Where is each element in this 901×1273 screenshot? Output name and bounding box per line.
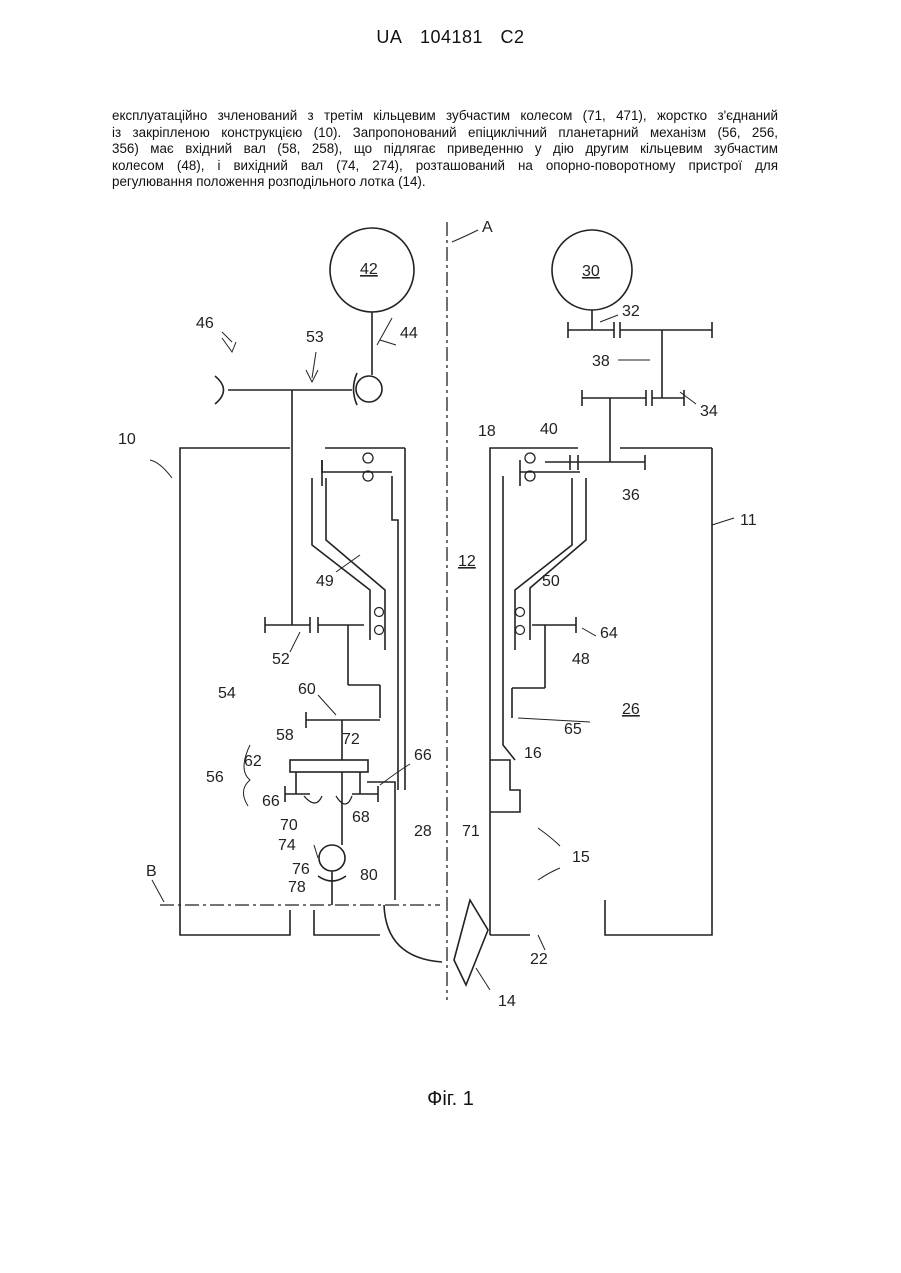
label-15: 15 xyxy=(572,849,590,866)
label-10: 10 xyxy=(118,431,136,448)
label-18: 18 xyxy=(478,423,496,440)
label-50: 50 xyxy=(542,573,560,590)
slewing-ring-49 xyxy=(322,460,392,472)
label-36: 36 xyxy=(622,487,640,504)
label-71: 71 xyxy=(462,823,480,840)
label-65: 65 xyxy=(564,721,582,738)
label-42: 42 xyxy=(360,261,378,278)
label-80: 80 xyxy=(360,867,378,884)
label-axis-b: B xyxy=(146,863,157,880)
label-34: 34 xyxy=(700,403,718,420)
label-66b: 66 xyxy=(262,793,280,810)
label-38: 38 xyxy=(592,353,610,370)
planetary-carrier xyxy=(290,760,368,772)
label-axis-a: A xyxy=(482,219,493,236)
label-58: 58 xyxy=(276,727,294,744)
chute-14 xyxy=(454,900,488,985)
label-16: 16 xyxy=(524,745,542,762)
label-64: 64 xyxy=(600,625,618,642)
label-48: 48 xyxy=(572,651,590,668)
label-76: 76 xyxy=(292,861,310,878)
label-68: 68 xyxy=(352,809,370,826)
label-70: 70 xyxy=(280,817,298,834)
label-54: 54 xyxy=(218,685,236,702)
label-53: 53 xyxy=(306,329,324,346)
label-49: 49 xyxy=(316,573,334,590)
label-12: 12 xyxy=(458,553,476,570)
axis-a-leader xyxy=(452,230,478,242)
label-32: 32 xyxy=(622,303,640,320)
label-11: 11 xyxy=(740,512,757,529)
label-72: 72 xyxy=(342,731,360,748)
frame-11 xyxy=(605,448,712,935)
bevel-gear xyxy=(356,376,382,402)
label-62: 62 xyxy=(244,753,262,770)
label-46: 46 xyxy=(196,315,214,332)
label-26: 26 xyxy=(622,701,640,718)
axis-b-leader xyxy=(152,880,164,902)
label-56: 56 xyxy=(206,769,224,786)
label-60: 60 xyxy=(298,681,316,698)
label-14: 14 xyxy=(498,993,516,1010)
bevel-gear-46 xyxy=(215,376,224,404)
label-52: 52 xyxy=(272,651,290,668)
label-40: 40 xyxy=(540,421,558,438)
label-44: 44 xyxy=(400,325,418,342)
label-28: 28 xyxy=(414,823,432,840)
label-78: 78 xyxy=(288,879,306,896)
figure-caption: Фіг. 1 xyxy=(0,1088,901,1111)
label-30: 30 xyxy=(582,263,600,280)
pinion-76 xyxy=(319,845,345,871)
label-66a: 66 xyxy=(414,747,432,764)
label-22: 22 xyxy=(530,951,548,968)
label-74: 74 xyxy=(278,837,296,854)
